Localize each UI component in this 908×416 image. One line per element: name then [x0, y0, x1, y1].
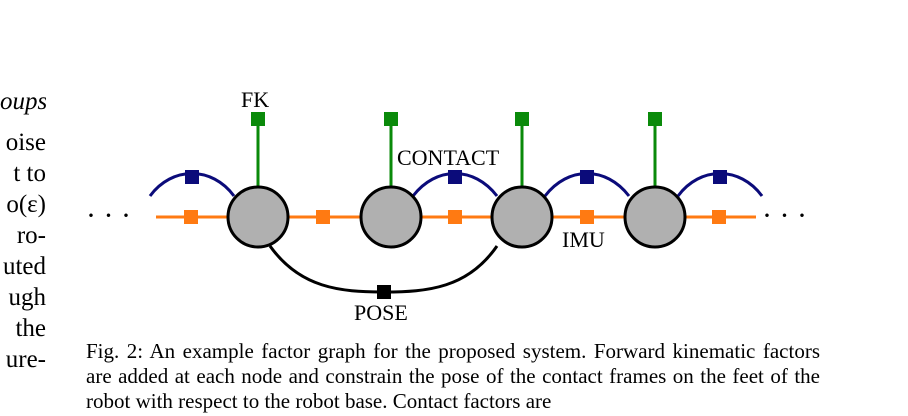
- contact-factor-square: [185, 170, 199, 184]
- left-line: uted: [2, 253, 46, 280]
- left-line: ure-: [5, 346, 46, 373]
- fk-factor-square: [251, 112, 265, 126]
- left-line: the: [15, 315, 46, 342]
- left-column-text: oups oise t to o(ε) ro- uted ugh the ure…: [0, 86, 46, 375]
- imu-factor-square: [316, 210, 330, 224]
- left-line: ugh: [8, 284, 47, 311]
- state-node: [359, 185, 423, 249]
- imu-label: IMU: [562, 227, 605, 252]
- left-line: o(ε): [6, 191, 46, 218]
- state-node: [623, 185, 687, 249]
- ellipsis-left: · · ·: [86, 199, 131, 232]
- imu-factor-square: [580, 210, 594, 224]
- state-node: [226, 185, 290, 249]
- left-line: oups: [0, 88, 46, 115]
- left-line: oise: [5, 129, 46, 156]
- contact-factor-square: [713, 170, 727, 184]
- fk-factor-square: [515, 112, 529, 126]
- imu-factor-square: [184, 210, 198, 224]
- imu-factor-square: [712, 210, 726, 224]
- pose-factor-square: [377, 285, 391, 299]
- contact-factor-square: [580, 170, 594, 184]
- fk-factor-square: [384, 112, 398, 126]
- contact-label: CONTACT: [397, 145, 500, 170]
- figure-caption: Fig. 2: An example factor graph for the …: [86, 339, 820, 413]
- fk-factor-square: [648, 112, 662, 126]
- state-node: [490, 185, 554, 249]
- ellipsis-right: · · ·: [762, 199, 807, 232]
- factor-graph-diagram: FK CONTACT IMU POSE · · · · · ·: [86, 87, 807, 325]
- contact-factor-square: [448, 170, 462, 184]
- left-line: t to: [13, 160, 46, 187]
- fk-label: FK: [241, 87, 269, 112]
- pose-label: POSE: [354, 300, 408, 325]
- imu-factor-square: [448, 210, 462, 224]
- left-line: ro-: [16, 222, 46, 249]
